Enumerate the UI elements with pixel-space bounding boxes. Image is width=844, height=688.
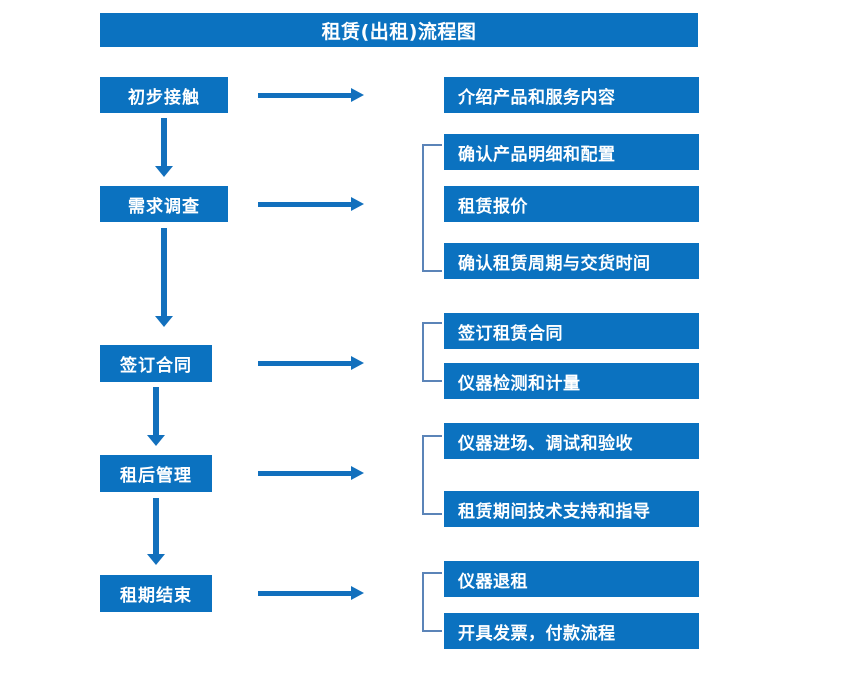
arrow-shaft: [258, 591, 352, 596]
flow-arrow-right-icon: [258, 197, 364, 211]
arrow-head: [351, 586, 364, 600]
arrow-head: [351, 88, 364, 102]
arrow-shaft: [258, 471, 352, 476]
arrow-shaft: [161, 118, 167, 166]
detail-box[interactable]: 仪器退租: [444, 561, 699, 597]
arrow-head: [351, 197, 364, 211]
arrow-head: [351, 356, 364, 370]
flow-arrow-down-icon: [147, 387, 165, 446]
arrow-shaft: [258, 93, 352, 98]
stage-box[interactable]: 需求调查: [100, 186, 228, 222]
arrow-shaft: [153, 498, 159, 554]
flow-arrow-right-icon: [258, 466, 364, 480]
arrow-head: [155, 166, 173, 177]
arrow-head: [351, 466, 364, 480]
stage-box[interactable]: 租期结束: [100, 575, 212, 612]
detail-box[interactable]: 开具发票，付款流程: [444, 613, 699, 649]
arrow-head: [147, 554, 165, 565]
arrow-head: [147, 435, 165, 446]
stage-box[interactable]: 初步接触: [100, 77, 228, 113]
arrow-shaft: [153, 387, 159, 435]
detail-box[interactable]: 仪器检测和计量: [444, 363, 699, 399]
arrow-head: [155, 316, 173, 327]
flow-arrow-down-icon: [155, 228, 173, 327]
detail-box[interactable]: 租赁期间技术支持和指导: [444, 491, 699, 527]
flow-arrow-down-icon: [155, 118, 173, 177]
stage-box[interactable]: 租后管理: [100, 455, 212, 492]
group-bracket: [422, 144, 442, 272]
arrow-shaft: [161, 228, 167, 316]
group-bracket: [422, 322, 442, 382]
stage-box[interactable]: 签订合同: [100, 345, 212, 382]
detail-box[interactable]: 租赁报价: [444, 186, 699, 222]
detail-box[interactable]: 签订租赁合同: [444, 313, 699, 349]
flow-arrow-right-icon: [258, 356, 364, 370]
arrow-shaft: [258, 202, 352, 207]
detail-box[interactable]: 确认租赁周期与交货时间: [444, 243, 699, 279]
flow-arrow-right-icon: [258, 88, 364, 102]
group-bracket: [422, 435, 442, 515]
flow-arrow-right-icon: [258, 586, 364, 600]
group-bracket: [422, 572, 442, 632]
detail-box[interactable]: 确认产品明细和配置: [444, 134, 699, 170]
flow-arrow-down-icon: [147, 498, 165, 565]
page-title: 租赁(出租)流程图: [100, 13, 698, 47]
detail-box[interactable]: 仪器进场、调试和验收: [444, 423, 699, 459]
arrow-shaft: [258, 361, 352, 366]
detail-box[interactable]: 介绍产品和服务内容: [444, 77, 699, 113]
